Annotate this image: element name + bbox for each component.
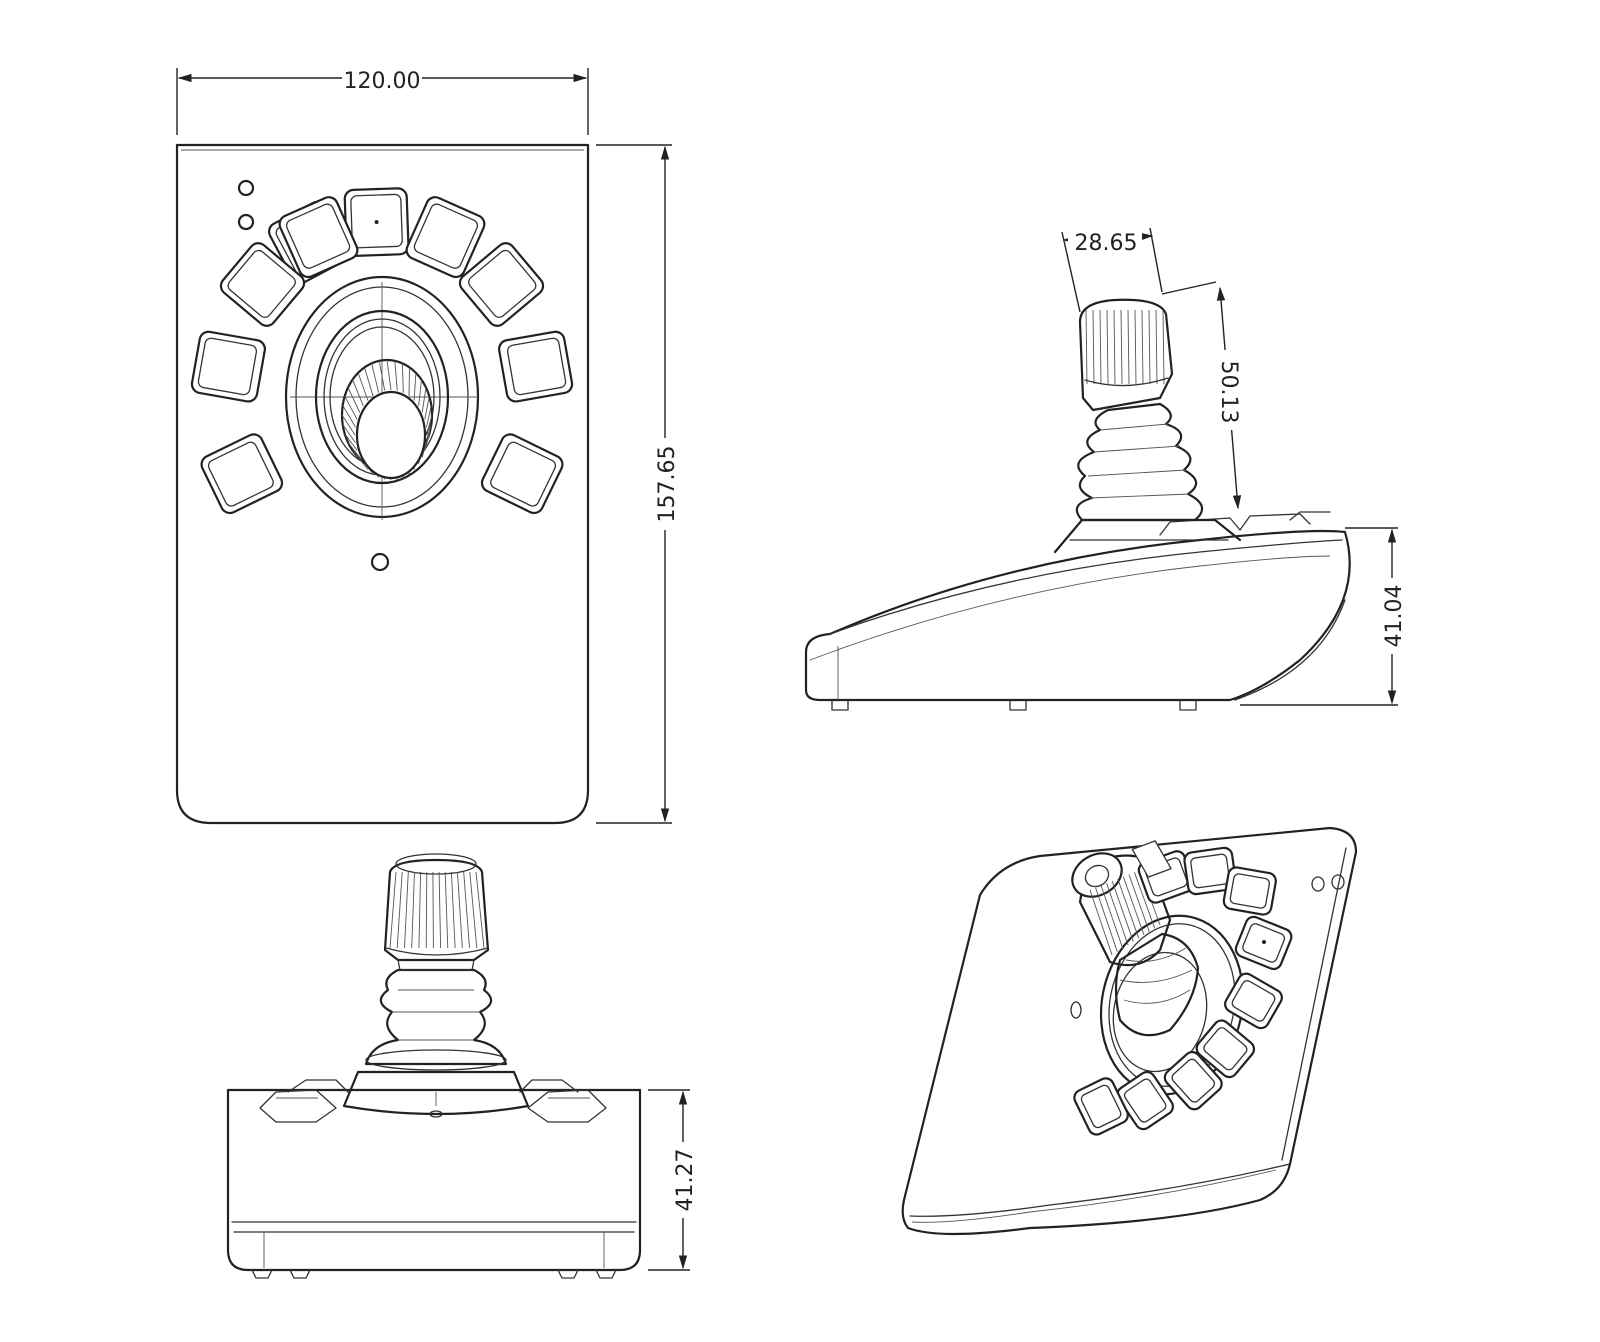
dimension-front-body-height: 41.27 <box>648 1089 698 1271</box>
dimension-label: 41.27 <box>673 1149 698 1212</box>
function-key[interactable] <box>1193 1017 1257 1080</box>
led-indicator <box>1311 876 1325 892</box>
dimension-label: 41.04 <box>1382 585 1407 648</box>
led-indicator <box>1331 874 1345 890</box>
function-key[interactable] <box>404 194 487 280</box>
function-key[interactable] <box>1072 1076 1131 1138</box>
function-key[interactable] <box>479 431 565 516</box>
dimension-height: 157.65 <box>596 144 680 824</box>
led-indicator <box>1070 1001 1082 1019</box>
joystick-knob-top[interactable] <box>355 390 427 480</box>
led-indicator <box>237 179 255 197</box>
function-key[interactable] <box>1222 971 1285 1031</box>
dimension-knob-height: 50.13 <box>1161 281 1244 510</box>
dimension-label: 157.65 <box>655 446 680 523</box>
led-indicator <box>237 213 255 231</box>
function-key[interactable] <box>1131 837 1172 880</box>
top-view <box>175 143 590 825</box>
front-view <box>226 853 642 1279</box>
isometric-view <box>901 826 1358 1236</box>
function-key[interactable] <box>498 330 574 403</box>
function-key[interactable] <box>277 194 360 280</box>
function-key[interactable] <box>1234 914 1294 971</box>
dimension-label: 28.65 <box>1075 231 1138 256</box>
dimension-label: 50.13 <box>1216 361 1241 424</box>
led-indicator <box>370 552 390 572</box>
function-key[interactable] <box>217 240 307 330</box>
side-view <box>804 298 1351 711</box>
function-key[interactable] <box>1162 1049 1225 1113</box>
function-key[interactable] <box>456 240 546 330</box>
dimension-side-body-height: 41.04 <box>1240 527 1407 706</box>
function-key[interactable] <box>1114 1069 1176 1132</box>
function-key[interactable] <box>1222 866 1278 916</box>
dimension-knob-width: 28.65 <box>1061 227 1163 313</box>
dimension-label: 120.00 <box>344 69 421 94</box>
function-key[interactable] <box>190 330 267 403</box>
function-key[interactable] <box>199 431 285 516</box>
dimension-width: 120.00 <box>176 64 589 135</box>
